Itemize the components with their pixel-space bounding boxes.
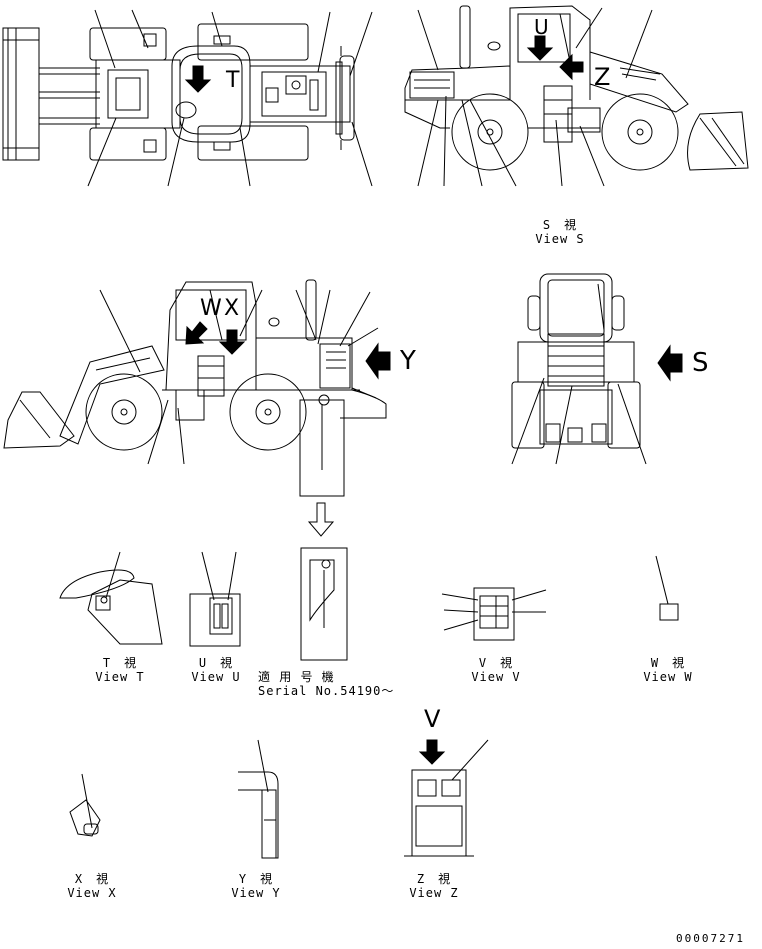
- view-v-caption: V 視 View V: [446, 656, 546, 684]
- view-y-caption: Y 視 View Y: [206, 872, 306, 900]
- marker-z: Z: [594, 63, 611, 91]
- view-t-arrow: [186, 66, 210, 92]
- marker-w: W: [200, 296, 222, 321]
- view-t-caption: T 視 View T: [70, 656, 170, 684]
- view-z-arrow: [560, 55, 583, 79]
- rear-view-machine: [512, 274, 646, 464]
- view-u-arrow: [528, 36, 552, 60]
- serial-caption: 適 用 号 機 Serial No.54190～: [258, 670, 418, 698]
- view-z-jp: Z 視: [416, 872, 452, 886]
- detail-view-t: [60, 552, 162, 644]
- detail-view-u: [190, 552, 240, 646]
- view-s-caption: S 視 View S: [510, 218, 610, 246]
- marker-v: V: [424, 705, 441, 733]
- view-w-arrow: [186, 322, 207, 344]
- view-v-jp: V 視: [478, 656, 514, 670]
- view-x-caption: X 視 View X: [42, 872, 142, 900]
- view-t-jp: T 視: [102, 656, 138, 670]
- view-u-jp: U 視: [198, 656, 234, 670]
- view-z-caption: Z 視 View Z: [384, 872, 484, 900]
- view-x-en: View X: [67, 886, 117, 900]
- view-x-jp: X 視: [74, 872, 110, 886]
- view-s-jp: S 視: [542, 218, 578, 232]
- marker-y: Y: [400, 346, 416, 376]
- detail-serial-label: [301, 548, 347, 660]
- serial-jp: 適 用 号 機: [258, 670, 335, 684]
- view-u-caption: U 視 View U: [166, 656, 266, 684]
- view-y-arrow: [366, 344, 390, 378]
- view-u-en: View U: [191, 670, 241, 684]
- view-z-en: View Z: [409, 886, 459, 900]
- view-w-caption: W 視 View W: [618, 656, 718, 684]
- view-v-en: View V: [471, 670, 521, 684]
- top-view-machine: [3, 10, 372, 186]
- view-t-en: View T: [95, 670, 145, 684]
- view-w-jp: W 視: [650, 656, 686, 670]
- view-s-en: View S: [535, 232, 585, 246]
- transfer-arrow: [309, 503, 333, 536]
- detail-view-z: [404, 740, 488, 856]
- view-x-arrow: [220, 330, 244, 354]
- marker-u: U: [534, 15, 549, 39]
- serial-en: Serial No.54190～: [258, 684, 395, 698]
- side-view-right-machine: [405, 6, 748, 186]
- view-w-en: View W: [643, 670, 693, 684]
- detail-view-v: [442, 588, 546, 640]
- view-v-arrow: [420, 740, 444, 764]
- marker-s: S: [692, 348, 709, 378]
- marker-x: X: [224, 296, 240, 321]
- view-y-en: View Y: [231, 886, 281, 900]
- detail-view-w: [656, 556, 678, 620]
- side-view-left-machine: [4, 280, 386, 496]
- document-number: 00007271: [676, 932, 745, 945]
- detail-view-y: [238, 740, 278, 858]
- view-s-arrow: [658, 346, 682, 380]
- view-y-jp: Y 視: [238, 872, 274, 886]
- marker-t: T: [226, 68, 240, 93]
- detail-view-x: [70, 774, 100, 836]
